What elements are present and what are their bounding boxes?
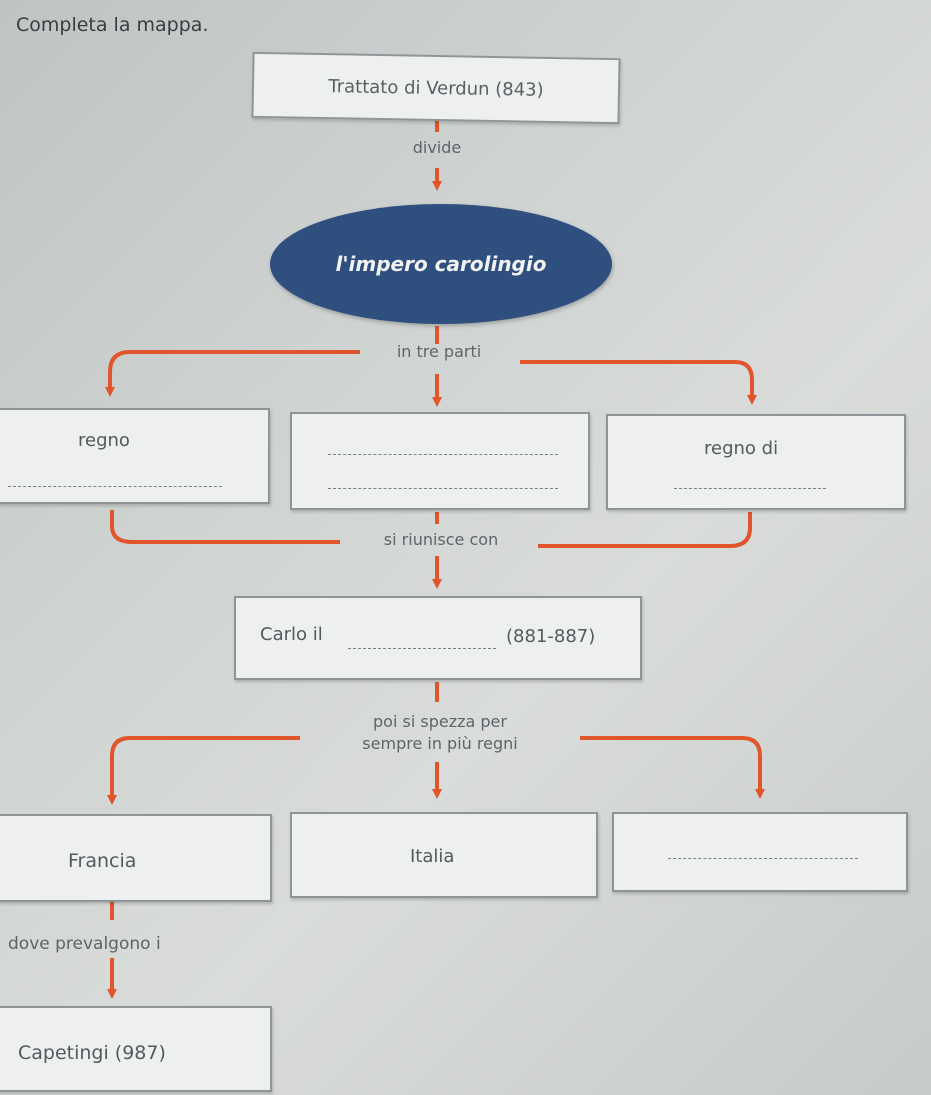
third-kingdom-box xyxy=(612,812,908,892)
francia-label: Francia xyxy=(68,850,137,872)
kingdom-left-box: regno xyxy=(0,408,270,504)
carlo-dates: (881-887) xyxy=(506,626,596,647)
join-right-reunite xyxy=(538,512,752,548)
francia-box: Francia xyxy=(0,814,272,902)
kingdom-center-blank-2[interactable] xyxy=(328,488,558,489)
carlo-label: Carlo il xyxy=(260,624,323,645)
connector-divides: divide xyxy=(412,138,462,157)
join-left-reunite xyxy=(110,510,340,544)
branch-left-three xyxy=(105,350,360,397)
empire-node: l'impero carolingio xyxy=(270,204,612,324)
italia-box: Italia xyxy=(290,812,598,898)
kingdom-right-blank[interactable] xyxy=(674,488,826,489)
treaty-label: Trattato di Verdun (843) xyxy=(328,75,544,101)
connector-breaks-line1: poi si spezza per xyxy=(373,712,507,731)
branch-right-three xyxy=(520,360,757,405)
capetingi-box: Capetingi (987) xyxy=(0,1006,272,1092)
kingdom-left-label: regno xyxy=(78,430,130,451)
kingdom-right-label: regno di xyxy=(704,438,779,459)
italia-label: Italia xyxy=(410,846,455,867)
carlo-blank[interactable] xyxy=(348,648,496,649)
treaty-box: Trattato di Verdun (843) xyxy=(251,51,621,125)
connector-breaks-line2: sempre in più regni xyxy=(362,734,518,753)
instruction-text: Completa la mappa. xyxy=(16,14,209,36)
branch-right-breaks xyxy=(580,736,765,799)
kingdom-center-blank-1[interactable] xyxy=(328,454,558,455)
connector-prevail: dove prevalgono i xyxy=(8,934,161,954)
kingdom-center-box xyxy=(290,412,590,510)
capetingi-label: Capetingi (987) xyxy=(18,1042,166,1064)
third-kingdom-blank[interactable] xyxy=(668,858,858,859)
empire-label: l'impero carolingio xyxy=(335,252,547,276)
carlo-box: Carlo il (881-887) xyxy=(234,596,642,680)
kingdom-right-box: regno di xyxy=(606,414,906,510)
connector-three-parts: in tre parti xyxy=(396,342,482,361)
kingdom-left-blank[interactable] xyxy=(8,486,222,487)
connector-reunites: si riunisce con xyxy=(383,530,499,549)
branch-left-breaks xyxy=(107,736,300,805)
